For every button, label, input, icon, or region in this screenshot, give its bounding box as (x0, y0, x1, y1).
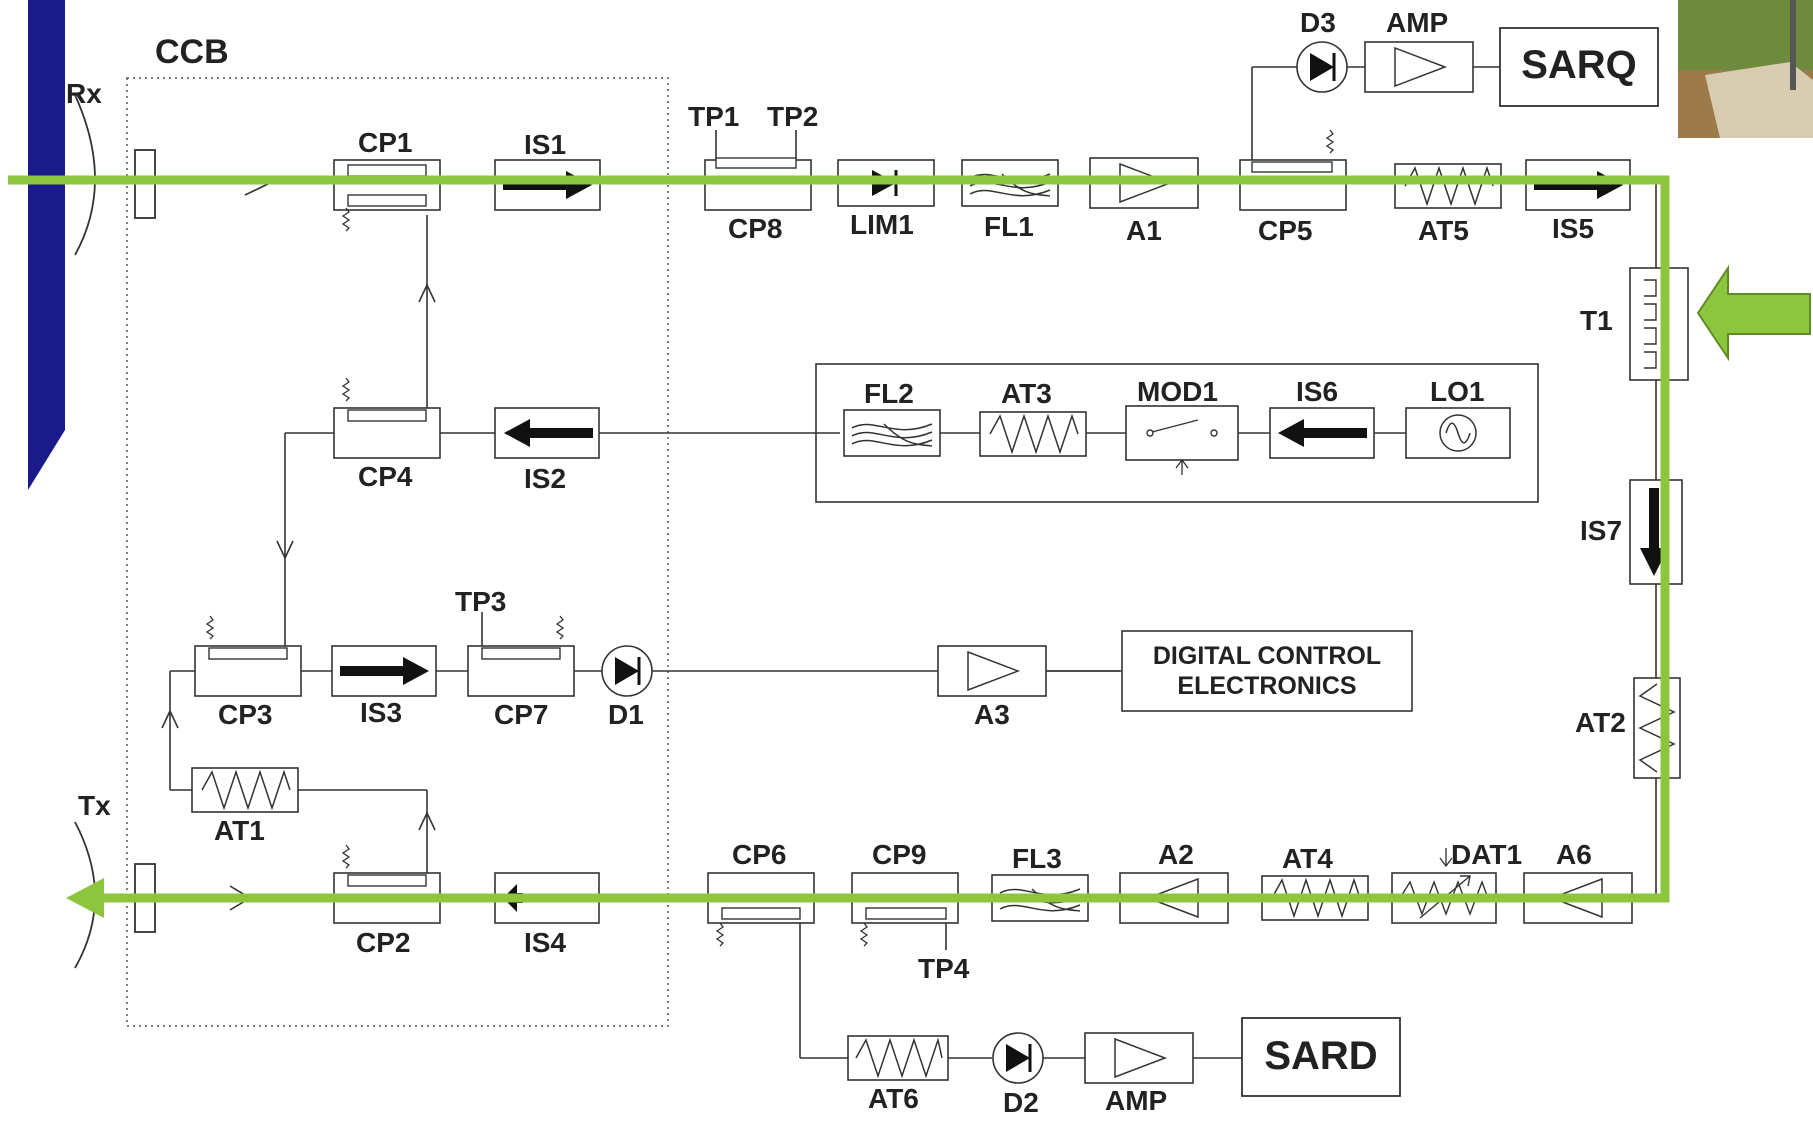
is1-isolator (495, 160, 600, 210)
d3-detector (1297, 42, 1347, 92)
a2-label: A2 (1158, 839, 1194, 870)
rx-antenna (75, 95, 155, 255)
lo1-label: LO1 (1430, 376, 1484, 407)
sard-label: SARD (1264, 1034, 1377, 1078)
cp7-label: CP7 (494, 699, 548, 730)
cp6-label: CP6 (732, 839, 786, 870)
sarq-label: SARQ (1521, 43, 1637, 87)
tp3-label: TP3 (455, 586, 506, 617)
a3-label: A3 (974, 699, 1010, 730)
cp2-label: CP2 (356, 927, 410, 958)
cp5-coupler (1240, 160, 1346, 210)
fl3-label: FL3 (1012, 843, 1062, 874)
at4-label: AT4 (1282, 843, 1333, 874)
cp3-label: CP3 (218, 699, 272, 730)
dat1-label: DAT1 (1451, 839, 1522, 870)
fl1-label: FL1 (984, 211, 1034, 242)
is1-label: IS1 (524, 129, 566, 160)
a6-label: A6 (1556, 839, 1592, 870)
amp-bottom-amplifier (1085, 1033, 1193, 1083)
cp9-label: CP9 (872, 839, 926, 870)
at5-label: AT5 (1418, 215, 1469, 246)
is4-label: IS4 (524, 927, 566, 958)
amp-top-amplifier (1365, 42, 1473, 92)
cp8-label: CP8 (728, 213, 782, 244)
d2-detector (993, 1033, 1043, 1083)
is6-isolator (1270, 408, 1374, 458)
t1-transition (1630, 268, 1688, 380)
at2-label: AT2 (1575, 707, 1626, 738)
photo-thumbnail (1678, 0, 1813, 138)
d1-label: D1 (608, 699, 644, 730)
is3-label: IS3 (360, 697, 402, 728)
a3-amplifier (938, 646, 1046, 696)
is2-isolator (495, 408, 599, 458)
is3-isolator (332, 646, 436, 696)
slide-decoration-bar (28, 0, 65, 490)
lim1-label: LIM1 (850, 209, 914, 240)
rx-label: Rx (66, 78, 102, 109)
dce-line2: ELECTRONICS (1177, 672, 1356, 700)
t1-label: T1 (1580, 305, 1613, 336)
mod1-modulator (1126, 406, 1238, 475)
at2-attenuator (1634, 678, 1680, 778)
fl2-label: FL2 (864, 378, 914, 409)
a1-label: A1 (1126, 215, 1162, 246)
amp-top-label: AMP (1386, 7, 1448, 38)
d2-label: D2 (1003, 1087, 1039, 1116)
is2-label: IS2 (524, 463, 566, 494)
at6-attenuator (848, 1036, 948, 1080)
is6-label: IS6 (1296, 376, 1338, 407)
input-arrow-icon (1698, 268, 1810, 358)
tp4-label: TP4 (918, 953, 970, 984)
d3-label: D3 (1300, 7, 1336, 38)
cp4-coupler (334, 408, 440, 458)
fl2-filter (844, 410, 940, 456)
cp7-coupler (468, 646, 574, 696)
ccb-label: CCB (155, 33, 229, 71)
at1-attenuator (192, 768, 298, 812)
cp1-label: CP1 (358, 127, 412, 158)
is7-isolator (1630, 480, 1682, 584)
cp4-label: CP4 (358, 461, 413, 492)
cp3-coupler (195, 646, 301, 696)
at1-label: AT1 (214, 815, 265, 846)
at3-attenuator (980, 412, 1086, 456)
amp-bottom-label: AMP (1105, 1085, 1167, 1116)
cp5-label: CP5 (1258, 215, 1312, 246)
signal-path-arrowhead (66, 878, 104, 918)
at3-label: AT3 (1001, 378, 1052, 409)
tp2-label: TP2 (767, 101, 818, 132)
lo1-oscillator (1406, 408, 1510, 458)
is5-isolator (1526, 160, 1630, 210)
tx-label: Tx (78, 790, 111, 821)
dce-line1: DIGITAL CONTROL (1153, 642, 1381, 670)
at6-label: AT6 (868, 1083, 919, 1114)
is7-label: IS7 (1580, 515, 1622, 546)
tp1-label: TP1 (688, 101, 739, 132)
at5-attenuator (1395, 164, 1501, 208)
is5-label: IS5 (1552, 213, 1594, 244)
d1-detector (602, 646, 652, 696)
mod1-label: MOD1 (1137, 376, 1218, 407)
